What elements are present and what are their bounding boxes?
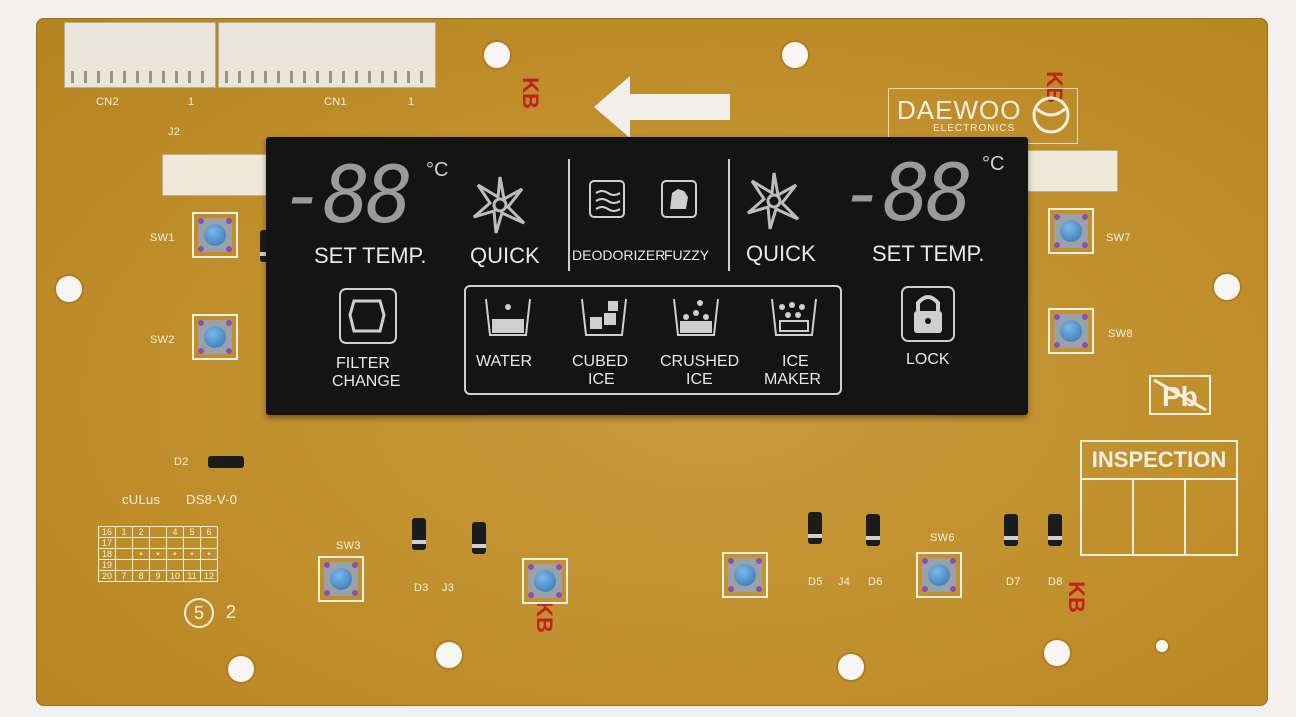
left-temp-readout: -88 [280,151,413,241]
diode-d8 [1048,514,1062,546]
right-temp-unit: °C [982,153,1005,175]
label-d2: D2 [174,456,189,468]
inspection-label: INSPECTION [1082,442,1236,480]
mount-hole [228,656,254,682]
right-temp-readout: -88 [840,149,973,239]
water-icon [485,298,531,336]
ice-maker-label-2: MAKER [764,371,821,388]
daewoo-emblem-icon [1032,96,1070,134]
left-temp-unit: °C [426,159,449,181]
brand-sub: ELECTRONICS [933,123,1016,134]
ice-water-options-group [464,285,842,395]
label-j3: J3 [442,582,455,594]
label-sw2: SW2 [150,334,175,346]
switch-sw5[interactable] [722,552,768,598]
diode-d4 [472,522,486,554]
fuzzy-label: FUZZY [664,247,710,263]
kb-marking-4: KB [1063,581,1089,613]
connector-cn2 [64,22,216,88]
crushed-ice-icon [673,298,719,336]
crushed-ice-label-2: ICE [686,371,713,388]
pb-free-icon: Pb [1149,375,1211,415]
label-cn1-pin: 1 [408,96,415,108]
diode-d7 [1004,514,1018,546]
mount-hole [484,42,510,68]
quick-freeze-fan-icon [747,172,800,230]
switch-sw8[interactable] [1048,308,1094,354]
left-set-temp-label: SET TEMP. [314,243,427,268]
left-quick-label: QUICK [470,243,540,268]
mount-hole [1156,640,1168,652]
cubed-ice-label-1: CUBED [572,353,629,370]
filter-change-label-1: FILTER [336,355,390,372]
label-d3: D3 [414,582,429,594]
label-d8: D8 [1048,576,1063,588]
label-cn2: CN2 [96,96,119,108]
brand-name: DAEWOO [897,95,1022,125]
kb-marking-3: KB [531,601,557,633]
connector-cn1 [218,22,436,88]
label-d5: D5 [808,576,823,588]
kb-marking-1: KB [517,77,543,109]
deodorizer-icon [589,180,625,218]
label-d7: D7 [1006,576,1021,588]
label-sw1: SW1 [150,232,175,244]
label-j2: J2 [168,126,181,138]
mount-hole [1214,274,1240,300]
switch-sw1[interactable] [192,212,238,258]
mount-hole [436,642,462,668]
cubed-ice-icon [581,298,627,336]
diode-d3 [412,518,426,550]
filter-change-label-2: CHANGE [332,373,401,390]
switch-sw7[interactable] [1048,208,1094,254]
cubed-ice-label-2: ICE [588,371,615,388]
diode-d6 [866,514,880,546]
mount-hole [56,276,82,302]
label-d6: D6 [868,576,883,588]
mount-hole [782,42,808,68]
switch-sw2[interactable] [192,314,238,360]
quick-freeze-fan-icon [473,176,526,234]
fuzzy-icon [661,180,697,218]
water-label: WATER [476,353,532,370]
display-rail-right [1016,150,1118,192]
label-sw7: SW7 [1106,232,1131,244]
diode-d2 [208,456,244,468]
switch-sw6[interactable] [916,552,962,598]
switch-sw3[interactable] [318,556,364,602]
label-j4: J4 [838,576,851,588]
ice-maker-label-1: ICE [782,353,809,370]
small-number: 2 [226,602,237,622]
right-set-temp-label: SET TEMP. [872,241,985,266]
mount-hole [838,654,864,680]
circled-number: 5 [184,598,214,628]
right-quick-label: QUICK [746,241,816,266]
filter-change-icon [339,288,397,344]
switch-sw4[interactable] [522,558,568,604]
label-cn1: CN1 [324,96,347,108]
label-sw8: SW8 [1108,328,1133,340]
mount-hole [1044,640,1070,666]
label-cn2-pin: 1 [188,96,195,108]
ul-mark: cULus [122,492,161,507]
cert-marking: DS8-V-0 [186,492,238,507]
divider [568,159,570,271]
ice-maker-icon [771,298,817,336]
diode-d5 [808,512,822,544]
inspection-box: INSPECTION [1080,440,1238,556]
deodorizer-label: DEODORIZER [572,247,666,263]
arrow-left-icon [594,76,730,138]
divider [728,159,730,271]
pcb-board: CN2 1 CN1 1 J2 KB KB KB KB DAEWOO ELECTR… [36,18,1268,706]
lock-label: LOCK [906,351,950,368]
crushed-ice-label-1: CRUSHED [660,353,740,370]
daewoo-logo: DAEWOO ELECTRONICS [888,88,1078,144]
label-sw6: SW6 [930,532,955,544]
control-display-panel: -88 °C SET TEMP. QUICK DEODORIZER FUZZY … [266,137,1028,415]
label-sw3: SW3 [336,540,361,552]
lock-icon [901,286,955,342]
